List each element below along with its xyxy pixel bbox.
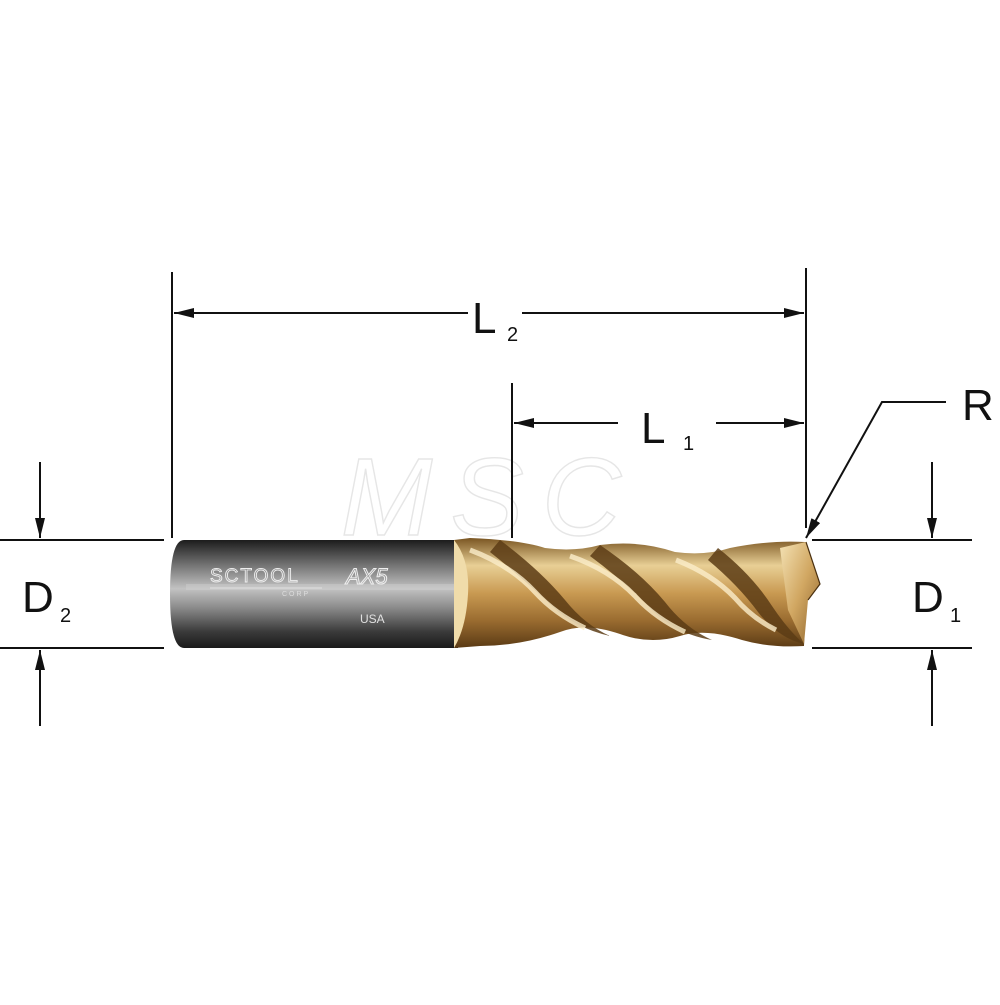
d2-label: D	[22, 573, 54, 622]
flute-groove-1	[490, 540, 610, 636]
l1-label: L	[641, 404, 665, 453]
flute-groove-2	[590, 545, 712, 640]
brand-marking: SCTOOL	[210, 566, 300, 587]
flute-land-3	[675, 557, 778, 633]
d1-label: D	[912, 573, 944, 622]
tool-shank	[170, 540, 458, 648]
end-mill-tool: SCTOOL CORP AX5 USA	[170, 538, 821, 648]
series-marking: AX5	[344, 564, 388, 589]
d1-subscript: 1	[950, 605, 961, 627]
flute-groove-3	[708, 548, 804, 644]
flute-neck	[454, 540, 469, 648]
cutting-tip	[780, 542, 820, 644]
flute-land-1	[469, 547, 587, 631]
flute-land-2	[569, 553, 687, 635]
origin-marking: USA	[360, 612, 385, 626]
l1-subscript: 1	[683, 433, 694, 455]
l2-subscript: 2	[507, 324, 518, 346]
brand-sub-marking: CORP	[282, 591, 310, 598]
l2-label: L	[472, 294, 496, 343]
shank-highlight	[186, 584, 456, 590]
r-leader-line	[805, 401, 946, 539]
d2-subscript: 2	[60, 605, 71, 627]
r-label: R	[962, 381, 994, 430]
cutting-tip-edge	[805, 541, 821, 601]
